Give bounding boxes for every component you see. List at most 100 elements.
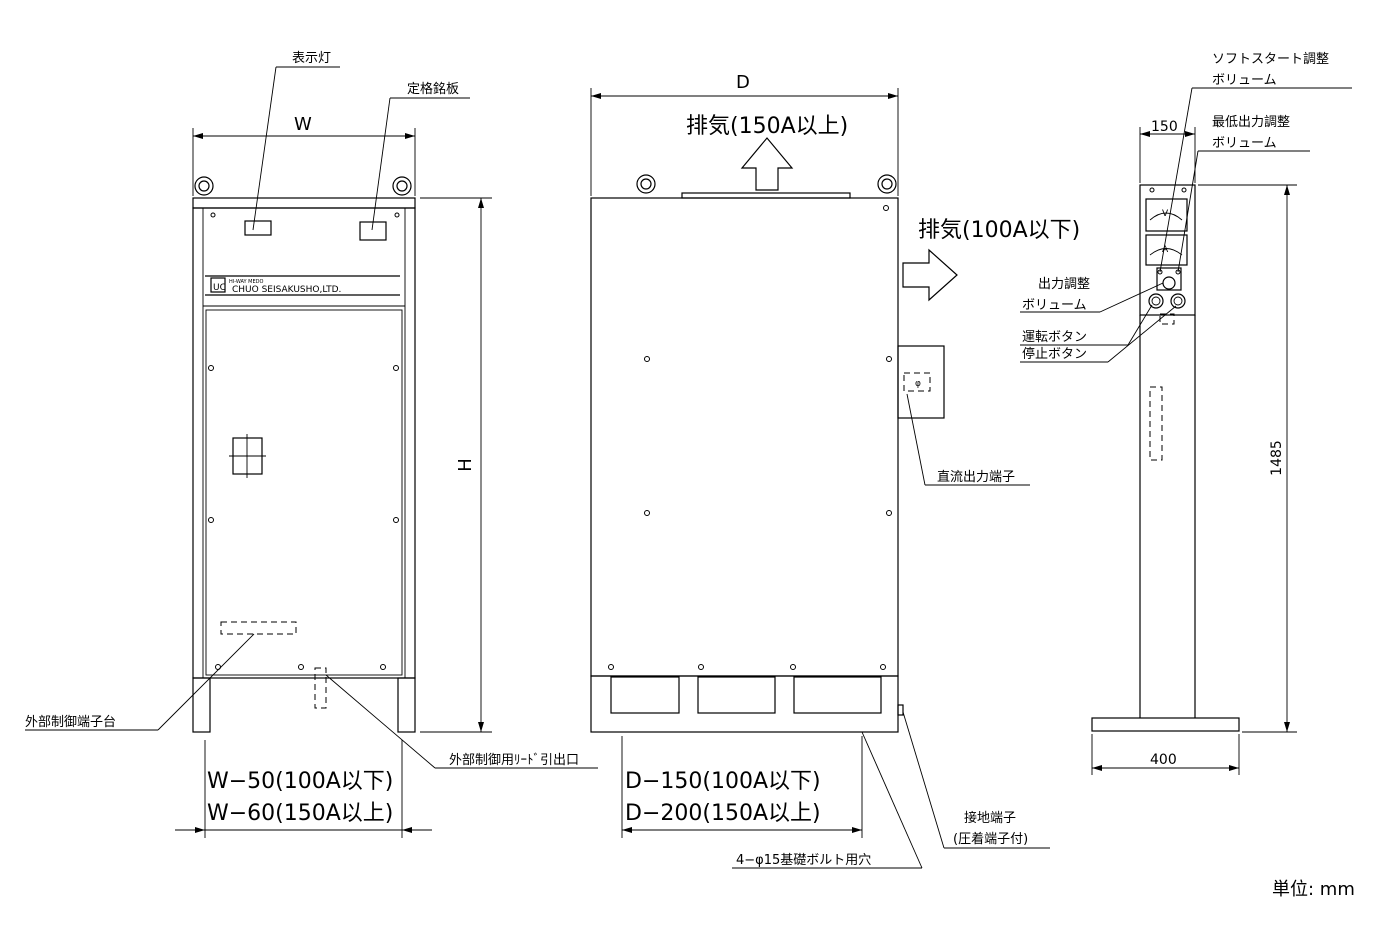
leg-left bbox=[192, 677, 211, 733]
company-logo bbox=[210, 277, 226, 293]
dc-output-box bbox=[897, 345, 945, 419]
unit-label: 単位: mm bbox=[1272, 879, 1355, 900]
arrow bbox=[1229, 765, 1239, 771]
label-indicator-lamp: 表示灯 bbox=[292, 51, 331, 66]
label-dc-output: 直流出力端子 bbox=[937, 470, 1015, 485]
screw bbox=[1181, 187, 1187, 193]
logo-text: UC bbox=[213, 283, 226, 293]
screw bbox=[886, 356, 892, 362]
terminal-block bbox=[220, 621, 297, 635]
label-ground-2: (圧着端子付) bbox=[953, 831, 1028, 847]
label-rating-plate: 定格銘板 bbox=[407, 81, 459, 97]
leader-ground bbox=[902, 711, 945, 849]
leader-bolt bbox=[861, 731, 923, 869]
label-output-adj-2: ボリューム bbox=[1022, 298, 1087, 313]
screw bbox=[790, 664, 796, 670]
arrow bbox=[1284, 185, 1290, 195]
leader-soft-start bbox=[1159, 87, 1193, 273]
ammeter-scale bbox=[1149, 248, 1183, 256]
label-ground-1: 接地端子 bbox=[964, 810, 1016, 826]
eye-bolt-left-inner bbox=[640, 178, 652, 190]
arrow bbox=[478, 722, 484, 732]
dim-label-h: H bbox=[455, 458, 476, 472]
base-plate bbox=[1091, 717, 1240, 732]
leader-run bbox=[1127, 304, 1153, 346]
base-opening bbox=[697, 676, 776, 714]
base-opening bbox=[793, 676, 882, 714]
leader-outlet bbox=[325, 674, 436, 769]
screw bbox=[644, 356, 650, 362]
screw bbox=[644, 510, 650, 516]
meter-v-label: V bbox=[1162, 209, 1169, 219]
dim-label-w: W bbox=[294, 114, 312, 135]
exhaust-cover bbox=[681, 192, 851, 199]
output-adjust-knob bbox=[1162, 276, 1176, 290]
arrow bbox=[1284, 722, 1290, 732]
eye-bolt-right bbox=[392, 176, 412, 196]
logo-small-text: HI-WAY MEDO bbox=[229, 279, 264, 285]
run-button-inner bbox=[1151, 296, 1161, 306]
eye-bolt-right bbox=[877, 174, 897, 194]
screw bbox=[393, 517, 399, 523]
screw bbox=[208, 365, 214, 371]
label-bolt-holes: 4−φ15基礎ボルト用穴 bbox=[736, 853, 871, 868]
cabinet-inner-frame bbox=[202, 207, 406, 679]
screw bbox=[880, 664, 886, 670]
base-opening bbox=[610, 676, 680, 714]
cabinet-top bbox=[192, 197, 416, 209]
arrow bbox=[852, 827, 862, 833]
dim-label-400: 400 bbox=[1150, 752, 1177, 768]
eye-bolt-left bbox=[194, 176, 214, 196]
dim-label-1485: 1485 bbox=[1269, 440, 1285, 476]
label-exhaust-side: 排気(100A以下) bbox=[918, 218, 1080, 243]
leader-stop bbox=[1107, 305, 1177, 363]
eye-bolt-left-inner bbox=[198, 180, 210, 192]
arrow bbox=[1092, 765, 1102, 771]
eye-bolt-right-inner bbox=[396, 180, 408, 192]
arrow bbox=[622, 827, 632, 833]
panel-view: V A 150 1485 bbox=[1020, 52, 1352, 775]
company-name: CHUO SEISAKUSHO,LTD. bbox=[232, 285, 341, 295]
label-terminal-block: 外部制御端子台 bbox=[25, 715, 116, 730]
screw bbox=[698, 664, 704, 670]
label-soft-start-1: ソフトスタート調整 bbox=[1212, 52, 1329, 67]
screw bbox=[393, 365, 399, 371]
stop-button-inner bbox=[1173, 296, 1183, 306]
front-view: UC HI-WAY MEDO CHUO SEISAKUSHO,LTD. W bbox=[25, 51, 598, 838]
ground-terminal bbox=[897, 704, 904, 716]
side-base bbox=[590, 675, 899, 733]
label-run-button: 運転ボタン bbox=[1022, 330, 1087, 345]
leader-plate bbox=[371, 97, 391, 231]
run-button bbox=[1148, 293, 1164, 309]
arrow bbox=[405, 133, 415, 139]
screw bbox=[208, 517, 214, 523]
lower-panel bbox=[205, 309, 403, 676]
eye-bolt-left bbox=[636, 174, 656, 194]
screw bbox=[298, 664, 304, 670]
leader-lamp bbox=[252, 66, 277, 231]
dim-label-150: 150 bbox=[1151, 119, 1178, 135]
exhaust-arrow-right-icon bbox=[902, 248, 958, 302]
label-stop-button: 停止ボタン bbox=[1022, 346, 1087, 362]
screw bbox=[883, 205, 889, 211]
screw bbox=[210, 212, 216, 218]
control-box bbox=[1139, 184, 1196, 316]
voltmeter-scale bbox=[1149, 212, 1183, 221]
label-lead-outlet: 外部制御用ﾘｰﾄﾞ引出口 bbox=[449, 753, 579, 768]
label-soft-start-2: ボリューム bbox=[1212, 73, 1277, 88]
leg-right bbox=[397, 677, 416, 733]
screw bbox=[394, 212, 400, 218]
label-output-adj-1: 出力調整 bbox=[1038, 277, 1090, 292]
output-knob-plate bbox=[1156, 267, 1182, 291]
screw bbox=[1149, 187, 1155, 193]
leader-terminal bbox=[157, 633, 255, 731]
label-exhaust-top: 排気(150A以上) bbox=[686, 114, 848, 139]
leader-min-output bbox=[1177, 150, 1199, 273]
dim-label-d: D bbox=[736, 72, 750, 93]
exhaust-arrow-up-icon bbox=[740, 137, 794, 191]
indicator-lamp bbox=[244, 220, 272, 236]
lead-outlet bbox=[314, 667, 327, 709]
leader-dc bbox=[906, 393, 926, 486]
post-window bbox=[1149, 386, 1163, 461]
